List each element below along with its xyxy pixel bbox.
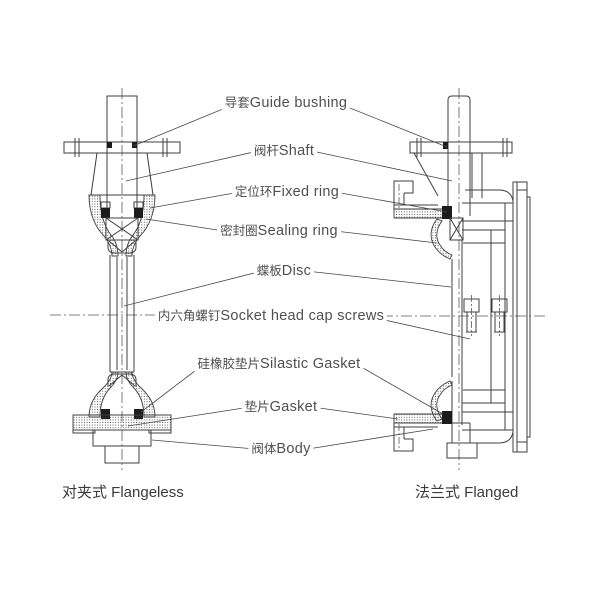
leader-shaft-right [311,150,453,182]
right-lower-left-block [393,421,438,452]
part-label-socket-head-cap-screws-zh: 内六角螺钉 [157,309,221,323]
part-label-fixed-ring-en: Fixed ring [272,184,340,200]
left-packing-washer-right [133,201,144,209]
leader-body-left [151,439,256,450]
left-upper-hub-cup [107,240,137,254]
left-bottom-cover-lower [104,445,140,464]
caption-flanged: 法兰式 Flanged [415,484,519,501]
leader-lines [123,103,471,450]
left-sealing-ring-right [134,208,143,218]
left-bottom-band-lugs [72,430,172,434]
left-upper-hub-cone [108,240,136,253]
left-upper-bell-wall-left [88,194,119,257]
part-label-shaft-zh: 阀杆 [253,144,279,158]
part-label-disc-en: Disc [281,263,312,279]
part-label-fixed-ring-zh: 定位环 [234,185,273,199]
right-cap-screw-2 [491,298,508,333]
part-label-gasket-zh: 垫片 [244,400,270,414]
left-sealing-ring-left [101,208,110,218]
leader-guide-bushing-right [339,103,448,148]
part-label-disc-zh: 蝶板 [256,264,282,278]
right-bottom-cover [446,422,478,459]
leader-shaft-left [125,150,259,182]
part-label-silastic-gasket-en: Silastic Gasket [260,356,361,372]
part-label-body-en: Body [276,441,311,457]
leader-fixed-ring-right [334,191,448,213]
left-upper-bell-wall-right [125,194,156,257]
left-bottom-cover-upper [92,429,152,447]
part-label-body: 阀体Body [248,441,314,457]
leader-silastic-gasket-left [140,363,205,413]
part-label-socket-head-cap-screws-en: Socket head cap screws [220,308,385,324]
right-upper-sealing-ring [430,218,453,260]
left-guide-bushing-seal-left [107,142,112,148]
part-label-guide-bushing-en: Guide bushing [249,95,348,111]
leader-body-right [307,428,434,450]
part-label-gasket-en: Gasket [269,399,318,415]
left-neck [90,152,154,196]
part-label-silastic-gasket: 硅橡胶垫片Silastic Gasket [194,356,364,372]
part-label-disc: 蝶板Disc [253,263,315,279]
caption-flangeless: 对夹式 Flangeless [62,484,184,501]
right-cap-screw-1 [463,298,480,333]
right-pipe-flange [512,181,531,453]
leader-disc-right [305,270,452,288]
right-guide-bushing-box [449,217,464,241]
right-valve-drawing [382,88,545,470]
right-body-walls-bottom [462,389,514,444]
part-label-shaft-en: Shaft [278,143,315,159]
part-label-fixed-ring: 定位环Fixed ring [231,184,343,200]
left-lower-bell-wall-right [125,371,156,418]
right-lower-sealing-ring [430,380,453,422]
right-neck [471,153,483,198]
left-lower-seal-left [101,409,110,419]
leader-fixed-ring-left [149,191,241,209]
right-neck-diagonal [413,152,439,197]
leader-guide-bushing-left [132,103,236,147]
part-label-body-zh: 阀体 [251,442,277,456]
left-flange-bolt-slots [74,138,168,157]
part-label-socket-head-cap-screws: 内六角螺钉Socket head cap screws [154,308,388,324]
right-body-walls-top [462,189,514,244]
left-bottom-gasket-band [72,414,172,431]
left-lower-hub-cup [107,373,137,387]
left-packing-washer-left [100,201,111,209]
leader-disc-left [123,270,263,307]
part-label-gasket: 垫片Gasket [241,399,321,415]
part-label-sealing-ring-en: Sealing ring [257,223,338,239]
right-disc-and-body-verticals [451,203,506,443]
part-label-guide-bushing: 导套Guide bushing [221,95,351,111]
left-disc-strip [109,255,135,373]
left-guide-bushing-box [105,217,139,241]
right-flange-bolt-slots [416,138,508,157]
left-lower-seal-right [134,409,143,419]
leader-gasket-right [311,406,399,420]
part-label-guide-bushing-zh: 导套 [224,96,250,110]
right-shaft-outline [447,95,471,216]
part-label-silastic-gasket-zh: 硅橡胶垫片 [197,357,261,371]
right-upper-fixed-ring [442,206,452,219]
right-lower-seal [442,411,452,424]
part-label-sealing-ring-zh: 密封圈 [220,224,258,238]
leader-gasket-left [127,406,251,427]
part-label-sealing-ring: 密封圈Sealing ring [217,223,341,239]
left-top-flange [63,141,181,154]
leader-sealing-ring-left [145,218,225,232]
right-guide-bushing-seal [443,142,448,149]
left-valve-drawing [50,88,181,470]
leader-sealing-ring-right [334,230,438,244]
part-label-shaft: 阀杆Shaft [250,143,318,159]
left-lower-bell-wall-left [88,371,119,418]
left-shaft-outline [106,95,138,218]
leader-silastic-gasket-right [355,363,444,415]
right-upper-left-block [393,180,438,211]
leader-cap-screws-right [379,318,471,340]
right-top-flange [409,141,513,154]
